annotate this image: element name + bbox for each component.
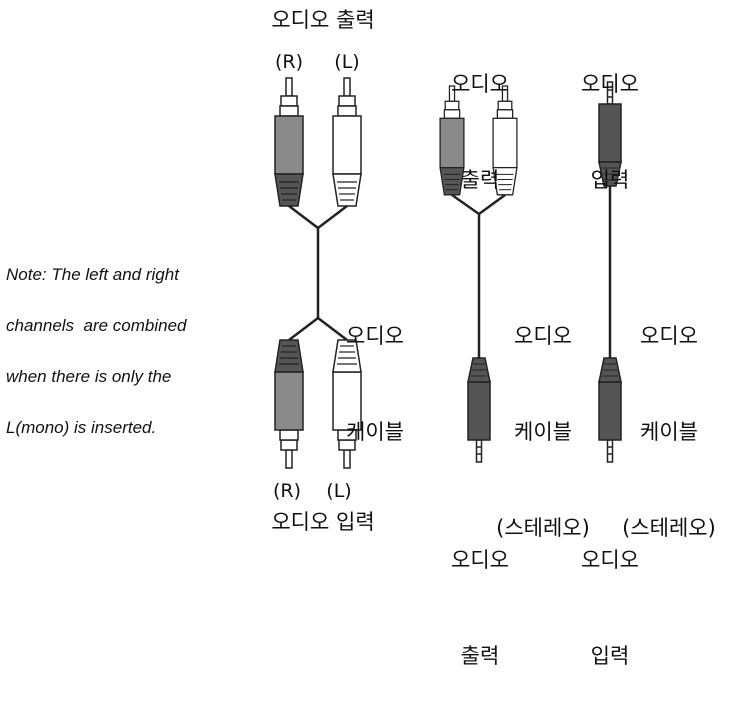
left-bottom-label: 오디오 입력 bbox=[271, 510, 375, 534]
note-line: when there is only the bbox=[6, 367, 172, 386]
rca-plug-middle-grey bbox=[439, 85, 465, 196]
right-bottom-label: 오디오 입력 bbox=[560, 480, 660, 704]
cable-wire-left bbox=[288, 205, 348, 341]
note-line: Note: The left and right bbox=[6, 265, 179, 284]
rca-plug-middle-white bbox=[492, 85, 518, 196]
note-text: Note: The left and right channels are co… bbox=[6, 232, 187, 453]
right-top-label-line1: 오디오 bbox=[581, 72, 639, 96]
note-line: channels are combined bbox=[6, 316, 187, 335]
right-bottom-label-line1: 오디오 bbox=[581, 548, 639, 572]
left-bottom-channel-l: (L) bbox=[326, 480, 352, 502]
rca-plug-top-left-channel bbox=[332, 77, 362, 207]
right-cable-label: 오디오 케이블 (스테레오) bbox=[610, 256, 728, 576]
right-cable bbox=[598, 81, 622, 463]
left-cable-label-line2: 케이블 bbox=[346, 420, 404, 444]
middle-top-label-line2: 출력 bbox=[460, 168, 500, 192]
middle-top-label-line1: 오디오 bbox=[451, 72, 509, 96]
middle-bottom-label-line1: 오디오 bbox=[451, 548, 509, 572]
left-cable bbox=[274, 77, 362, 469]
left-top-channel-r: (R) bbox=[274, 51, 304, 73]
middle-cable-label-line2: 케이블 bbox=[514, 420, 572, 444]
middle-cable-label-line1: 오디오 bbox=[514, 324, 572, 348]
right-cable-label-line2: 케이블 bbox=[640, 420, 698, 444]
middle-cable bbox=[439, 85, 518, 463]
middle-bottom-label-line2: 출력 bbox=[460, 644, 500, 668]
left-cable-label-line1: 오디오 bbox=[346, 324, 404, 348]
right-cable-label-line3: (스테레오) bbox=[622, 516, 716, 540]
cable-wire-middle bbox=[451, 193, 506, 360]
right-top-label: 오디오 입력 bbox=[560, 4, 660, 228]
middle-bottom-label: 오디오 출력 bbox=[430, 480, 530, 704]
left-bottom-channel-r: (R) bbox=[272, 480, 302, 502]
middle-cable-label-line3: (스테레오) bbox=[496, 516, 590, 540]
cable-diagram bbox=[274, 77, 622, 469]
rca-plug-bottom-right-channel bbox=[274, 339, 304, 469]
right-bottom-label-line2: 입력 bbox=[590, 644, 630, 668]
middle-cable-label: 오디오 케이블 (스테레오) bbox=[478, 256, 608, 576]
note-line: L(mono) is inserted. bbox=[6, 418, 157, 437]
left-cable-label: 오디오 케이블 bbox=[330, 256, 420, 480]
right-cable-label-line1: 오디오 bbox=[640, 324, 698, 348]
left-top-channel-l: (L) bbox=[334, 51, 360, 73]
middle-top-label: 오디오 출력 bbox=[430, 4, 530, 228]
rca-plug-top-right-channel bbox=[274, 77, 304, 207]
rca-plug-bottom-left-channel bbox=[332, 339, 362, 469]
right-top-label-line2: 입력 bbox=[590, 168, 630, 192]
left-top-label: 오디오 출력 bbox=[271, 8, 375, 32]
